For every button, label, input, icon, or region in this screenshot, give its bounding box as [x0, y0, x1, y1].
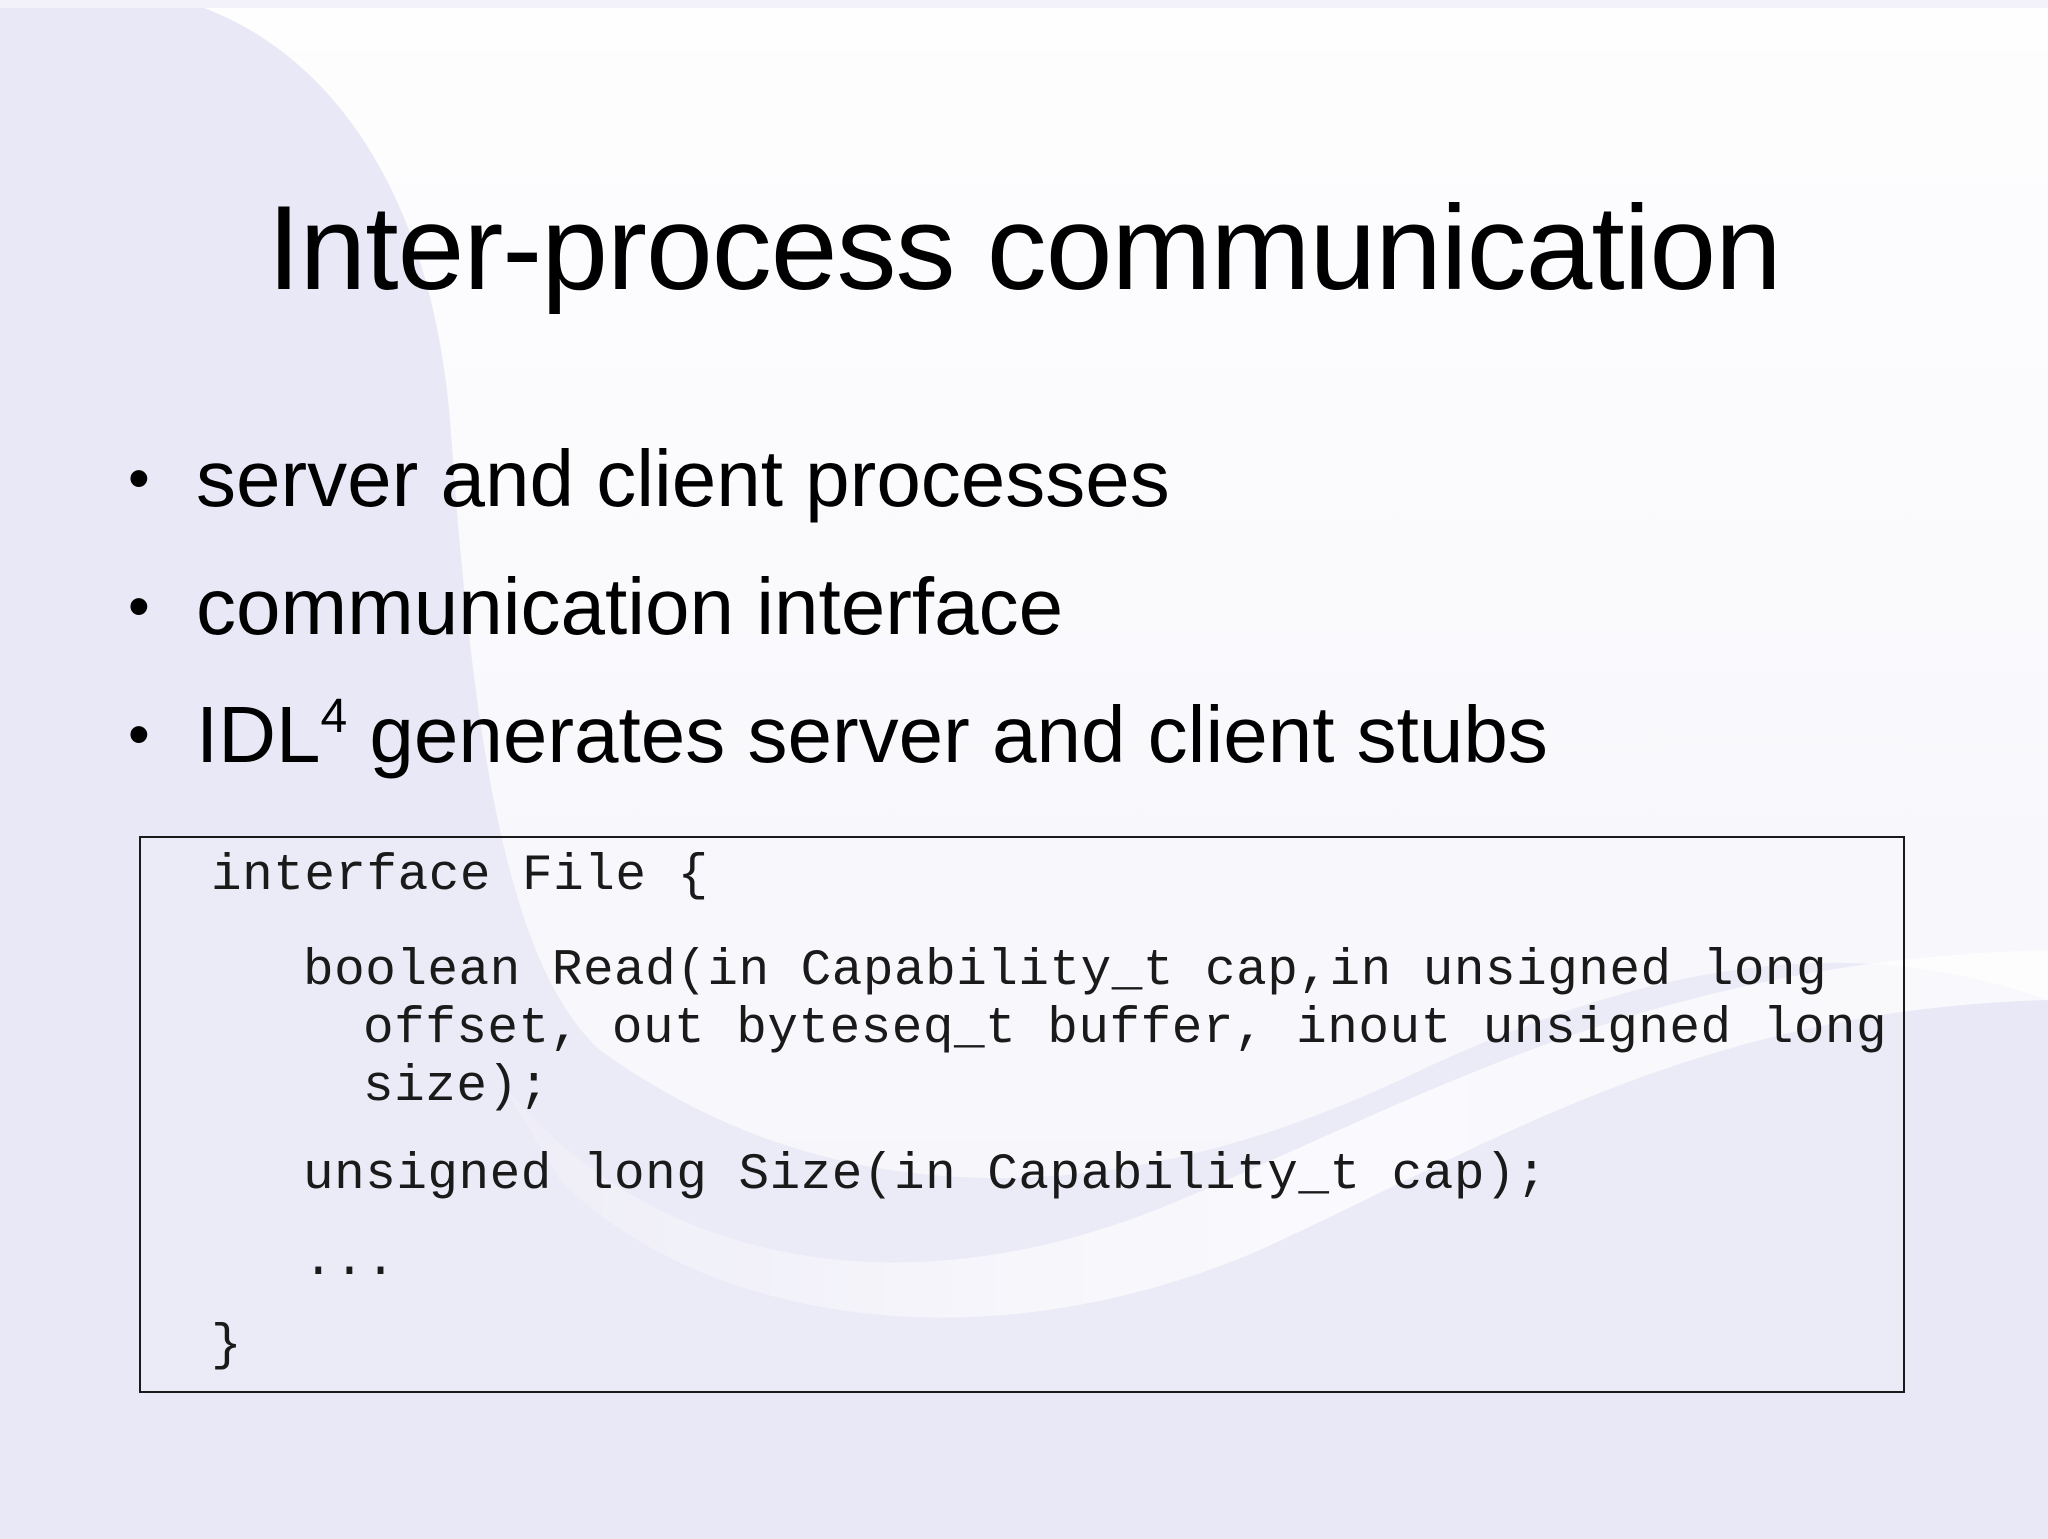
footnote-marker: 4: [320, 690, 348, 743]
bullet-text: generates server and client stubs: [347, 690, 1548, 779]
code-line: offset, out byteseq_t buffer, inout unsi…: [363, 1001, 1888, 1058]
slide-title: Inter-process communication: [267, 181, 1782, 315]
code-line: boolean Read(in Capability_t cap,in unsi…: [303, 943, 1828, 1000]
code-block: interface File { boolean Read(in Capabil…: [139, 836, 1905, 1393]
bullet-dot-icon: •: [128, 572, 150, 641]
bullet-text: communication interface: [196, 562, 1064, 651]
bullet-dot-icon: •: [128, 700, 150, 769]
bullet-item: • server and client processes: [128, 415, 1548, 543]
bullet-text: server and client processes: [196, 434, 1170, 523]
bullet-list: • server and client processes • communic…: [128, 415, 1548, 811]
code-line: unsigned long Size(in Capability_t cap);: [303, 1147, 1548, 1204]
code-line: size);: [363, 1059, 550, 1116]
bullet-item: • communication interface: [128, 543, 1548, 671]
bullet-prefix: IDL: [196, 690, 321, 779]
bullet-item: • IDL4 generates server and client stubs: [128, 671, 1548, 811]
bullet-dot-icon: •: [128, 444, 150, 513]
code-line: }: [211, 1318, 243, 1375]
code-line: ...: [303, 1233, 397, 1290]
code-line: interface File {: [211, 848, 709, 905]
